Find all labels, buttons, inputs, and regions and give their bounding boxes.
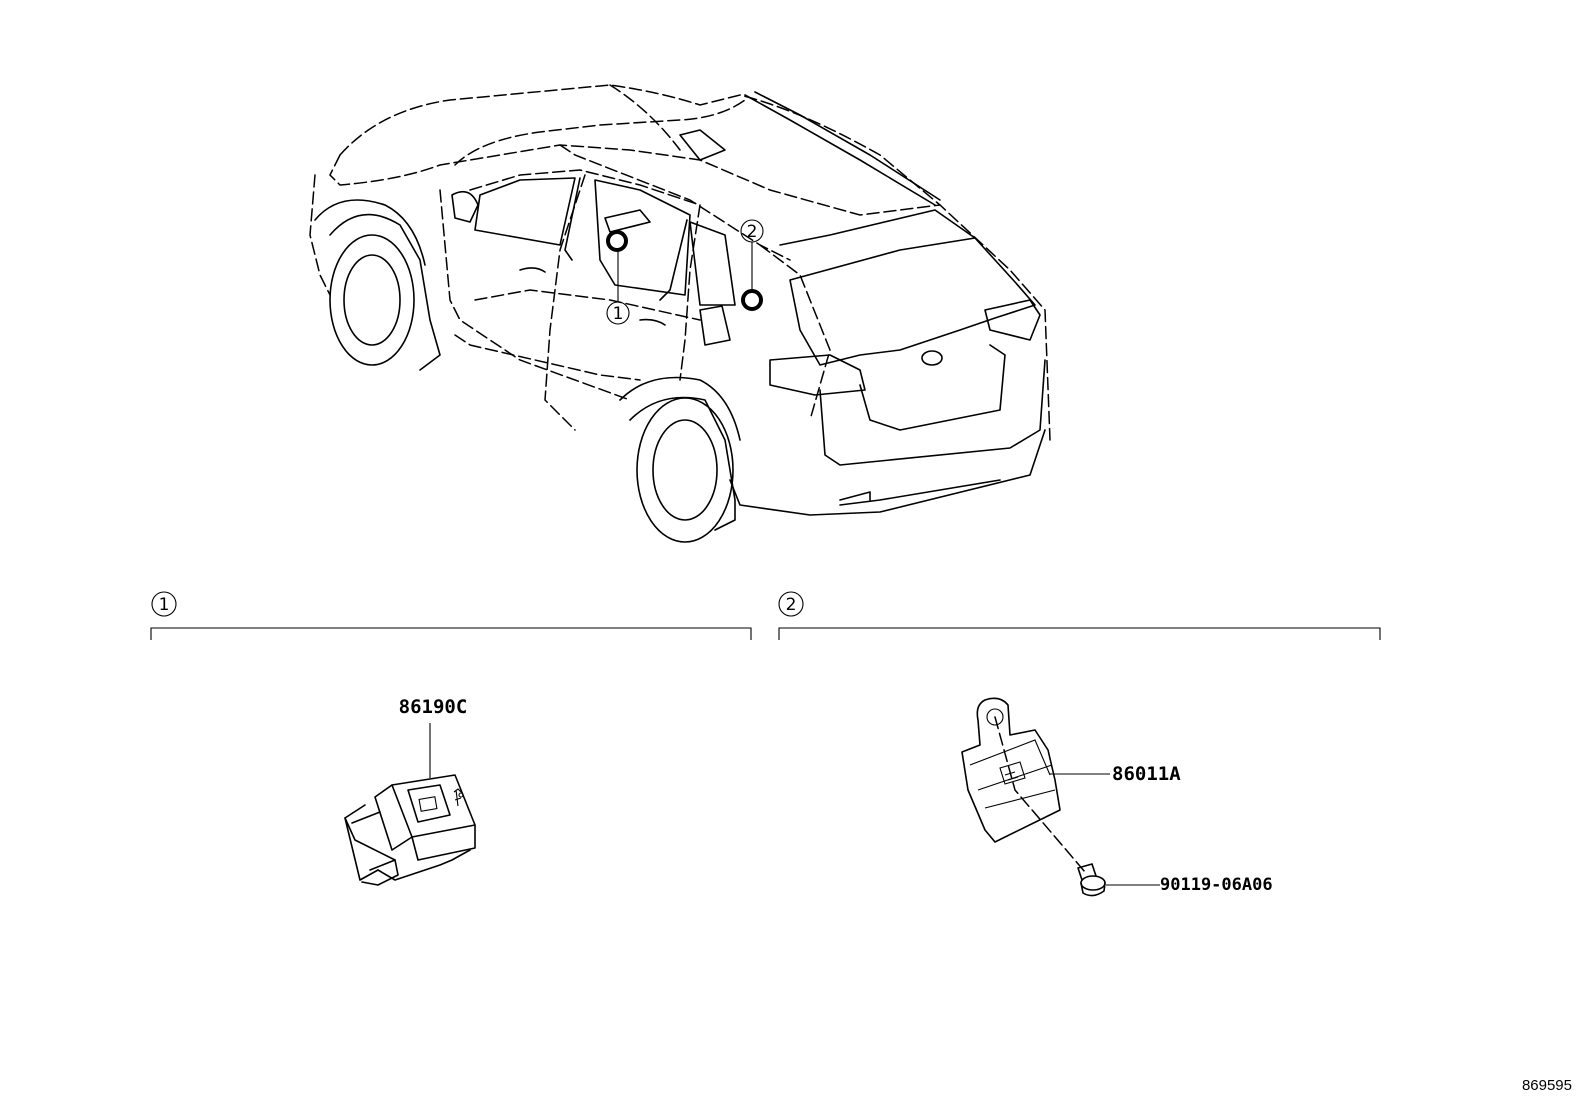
bolt-icon <box>1077 863 1106 897</box>
section-1-header: 1 <box>150 591 752 640</box>
callout-2: 2 <box>740 219 764 290</box>
part-label-86190C: 86190C <box>399 696 468 718</box>
vehicle-illustration <box>309 84 1051 543</box>
location-marker-1 <box>606 230 628 252</box>
callout-1: 1 <box>606 251 630 325</box>
callout-2-number: 2 <box>747 222 758 242</box>
section-2-number: 2 <box>786 595 797 615</box>
location-marker-2 <box>741 289 763 311</box>
usb-socket-icon <box>344 723 476 886</box>
illustration-ref-number: 869595 <box>1522 1077 1572 1094</box>
part-label-86011A: 86011A <box>1112 763 1181 785</box>
section-2-header: 2 <box>778 591 1381 640</box>
part-label-90119-06A06: 90119-06A06 <box>1160 875 1273 895</box>
callout-1-number: 1 <box>613 304 624 324</box>
section-1-number: 1 <box>159 595 170 615</box>
module-bracket-icon <box>961 697 1086 873</box>
